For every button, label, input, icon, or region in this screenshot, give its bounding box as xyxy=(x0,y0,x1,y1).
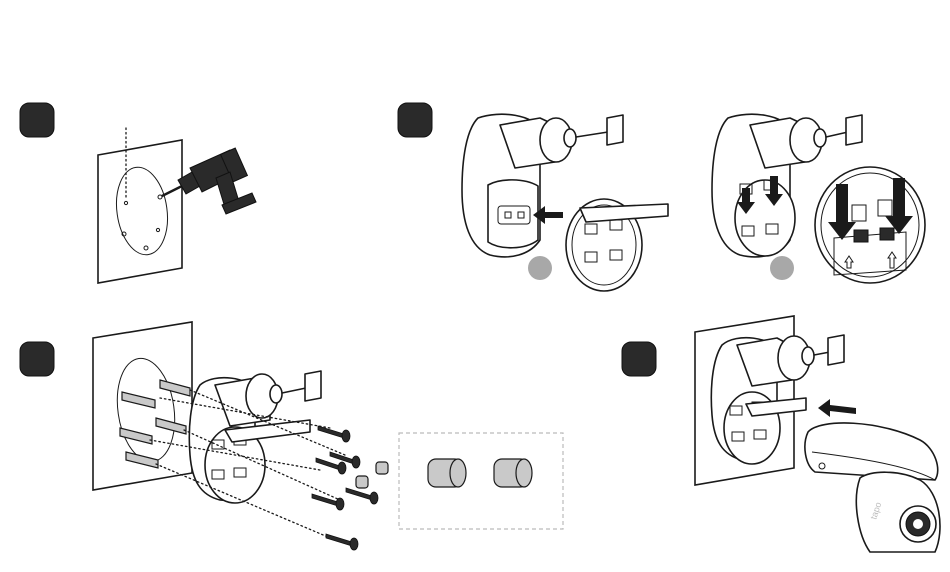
step-badge-3 xyxy=(20,342,54,376)
sub-step-a xyxy=(462,114,668,291)
sub-step-badge-a xyxy=(528,256,552,280)
step-badge-1 xyxy=(20,103,54,137)
step-4-panel: tapo xyxy=(622,316,940,552)
step-3-panel xyxy=(20,322,563,550)
step-1-panel xyxy=(20,103,256,283)
detail-inset xyxy=(399,433,563,529)
mount-plate-tab xyxy=(607,115,623,145)
arrow-icon xyxy=(818,399,856,417)
camera-icon: tapo xyxy=(805,423,940,552)
screw-icon xyxy=(312,426,378,550)
step-2-panel xyxy=(398,103,925,291)
step-badge-4 xyxy=(622,342,656,376)
sub-step-b xyxy=(712,114,925,283)
mount-arm xyxy=(576,132,608,137)
step-badge-2 xyxy=(398,103,432,137)
sub-step-badge-b xyxy=(770,256,794,280)
wall xyxy=(93,322,192,490)
wall xyxy=(98,140,182,283)
